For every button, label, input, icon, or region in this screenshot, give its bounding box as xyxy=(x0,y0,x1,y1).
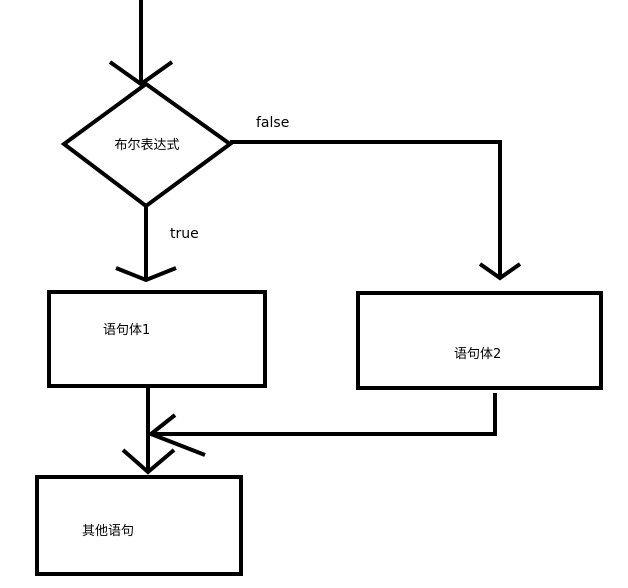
statement2-out-line xyxy=(153,393,497,436)
merge-left-arrowhead xyxy=(147,413,206,457)
statement1-label: 语句体1 xyxy=(103,323,150,338)
false-branch-line xyxy=(230,140,502,276)
statement2-box xyxy=(356,291,603,390)
statement2-label: 语句体2 xyxy=(454,347,501,362)
true-arrowhead xyxy=(115,266,177,283)
merge-down-arrowhead xyxy=(121,448,176,475)
other-label: 其他语句 xyxy=(82,524,134,539)
true-label: true xyxy=(170,226,199,242)
entry-arrowhead xyxy=(108,60,174,87)
other-box xyxy=(35,475,243,576)
statement1-box xyxy=(47,290,267,388)
condition-label: 布尔表达式 xyxy=(114,138,179,153)
false-arrowhead xyxy=(478,262,522,281)
false-label: false xyxy=(256,115,289,131)
